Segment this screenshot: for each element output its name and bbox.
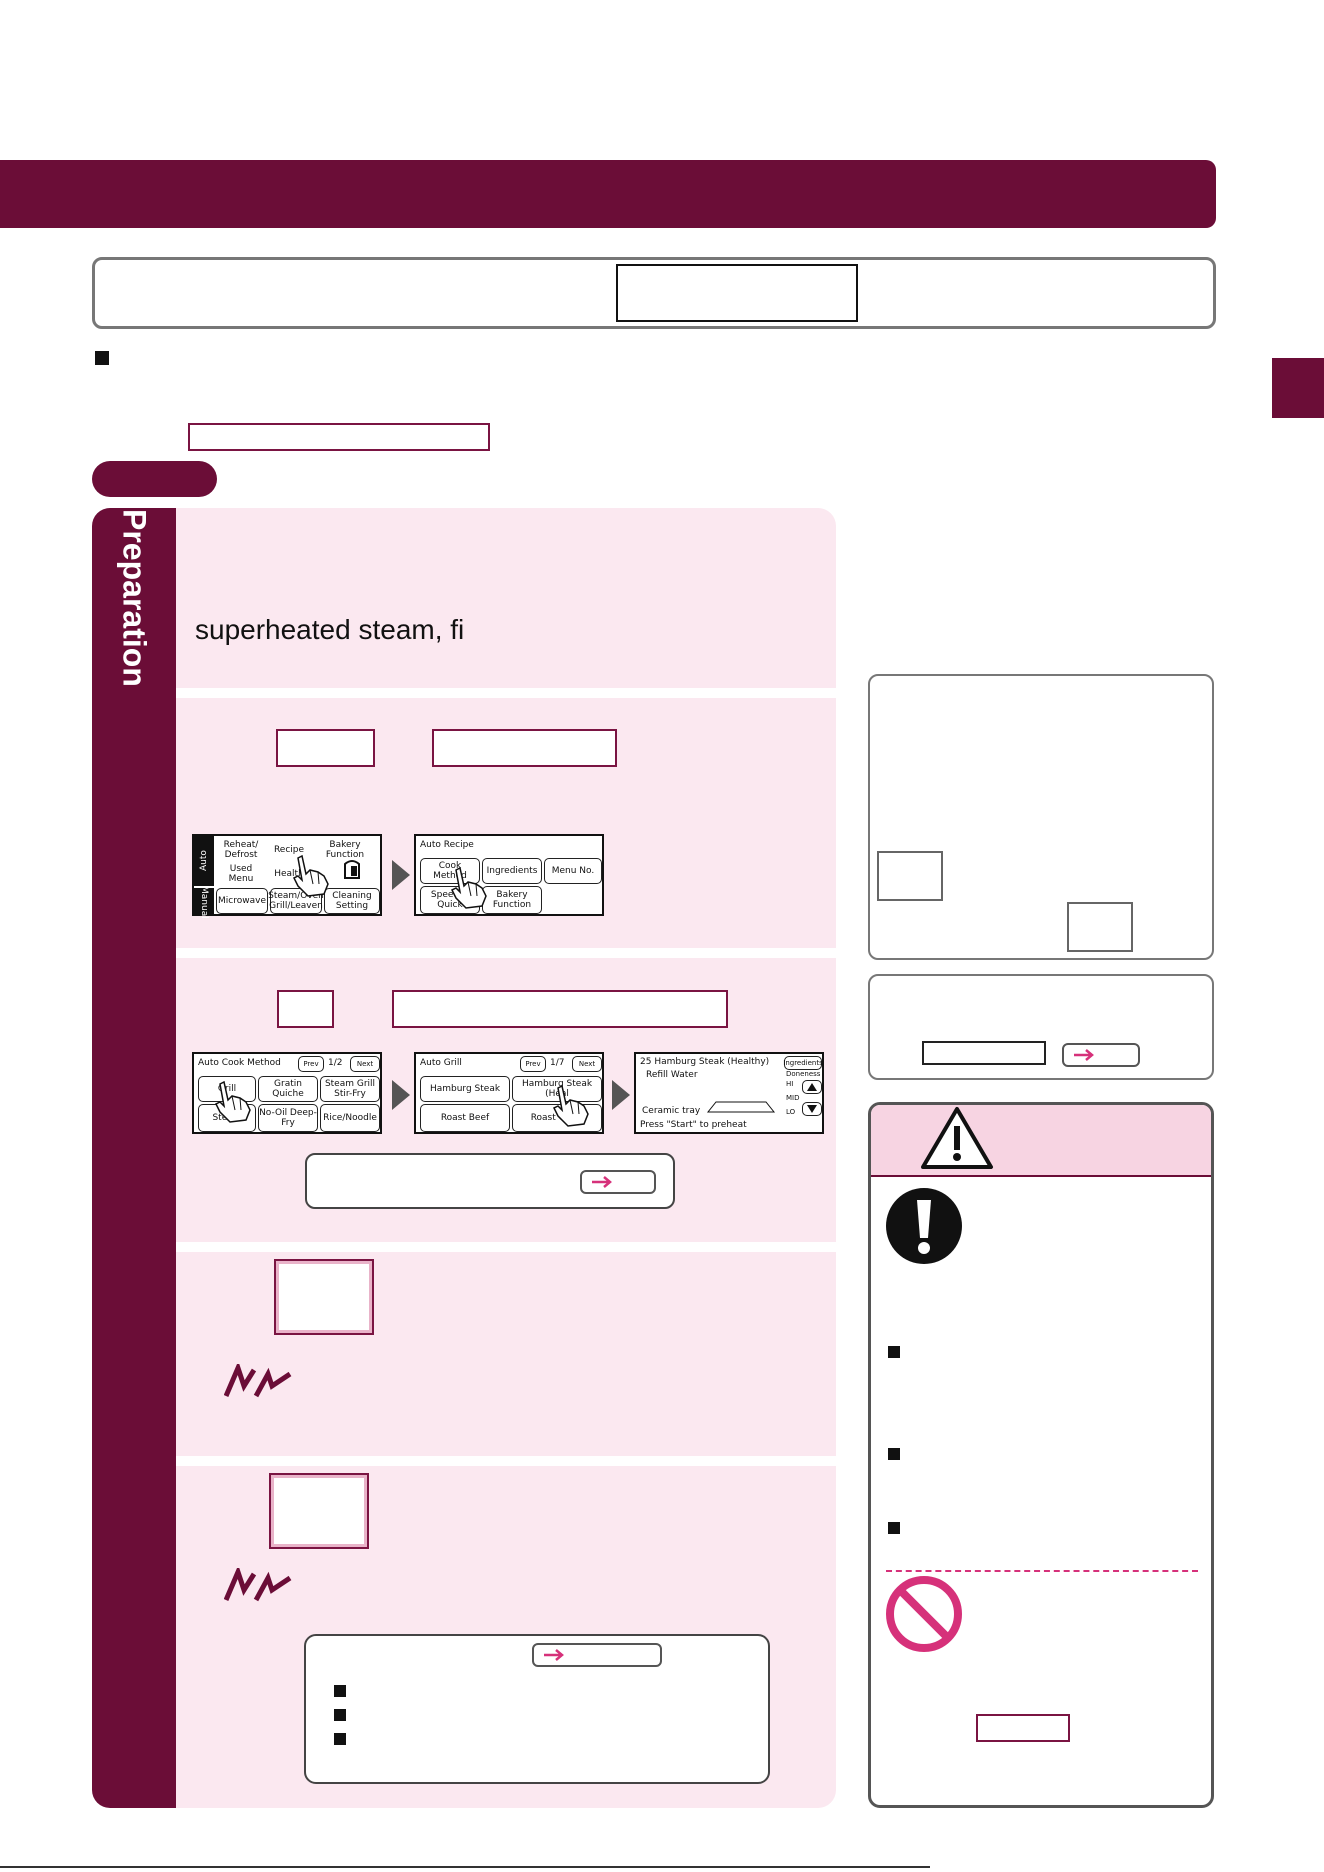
screen-title: Auto Cook Method [198, 1058, 281, 1068]
section-header-bar [0, 160, 1216, 228]
arrow-right-icon [592, 1176, 612, 1188]
doneness-label: Doneness [786, 1070, 821, 1078]
reference-label-box [188, 423, 490, 451]
used-menu-button[interactable]: Used Menu [216, 862, 266, 886]
info-box-1 [868, 674, 1214, 960]
bullet-square [334, 1709, 346, 1721]
step-4-key[interactable] [269, 1473, 369, 1549]
info-key-box [877, 851, 943, 901]
ceramic-tray-icon [706, 1101, 776, 1113]
title-inner-box [616, 264, 858, 322]
menu-no-button[interactable]: Menu No. [544, 858, 602, 884]
warning-triangle-icon [921, 1107, 993, 1169]
preparation-panel [176, 508, 836, 688]
cook-method-button[interactable]: Cook Method [420, 858, 480, 884]
steam-oven-button[interactable]: Steam/Oven Grill/Leaven [268, 888, 324, 914]
bakery-function-button[interactable]: Bakery Function [310, 838, 380, 862]
doneness-lo: LO [786, 1108, 796, 1116]
doneness-up-button[interactable] [802, 1080, 822, 1094]
screen-title: Auto Recipe [420, 840, 474, 850]
ingredients-button[interactable]: Ingredients [783, 1056, 823, 1070]
info-key-box [1067, 902, 1133, 952]
chapter-tab [1272, 358, 1324, 418]
cleaning-setting-button[interactable]: Cleaning Setting [324, 888, 380, 914]
touch-screen-hamburg-steak[interactable]: 25 Hamburg Steak (Healthy) Ingredients R… [634, 1052, 824, 1134]
rice-noodle-button[interactable]: Rice/Noodle [320, 1104, 380, 1132]
next-arrow-icon [612, 1080, 630, 1110]
touch-screen-auto-grill[interactable]: Auto Grill Prev 1/7 Next Hamburg Steak H… [414, 1052, 604, 1134]
next-arrow-icon [392, 860, 410, 890]
bullet-square [334, 1733, 346, 1745]
bullet-square [888, 1448, 900, 1460]
pointing-hand-icon [214, 1080, 251, 1123]
screen-title: Auto Grill [420, 1058, 462, 1068]
arrow-right-icon [1074, 1049, 1094, 1061]
footer-rule [0, 1866, 930, 1868]
arrow-right-icon [544, 1649, 564, 1661]
refill-water-text: Refill Water [646, 1070, 698, 1080]
bullet-square [888, 1522, 900, 1534]
page-reference-button[interactable] [1062, 1043, 1140, 1067]
triangle-down-icon [807, 1105, 817, 1113]
exclamation-circle-icon [886, 1188, 962, 1264]
auto-label: Auto [194, 836, 214, 886]
step-2-key-box[interactable] [277, 990, 334, 1028]
steps-sidebar [92, 508, 176, 1808]
bullet-square [95, 351, 109, 365]
gratin-quiche-button[interactable]: Gratin Quiche [258, 1076, 318, 1102]
page-reference-button[interactable] [532, 1643, 662, 1667]
roast-beef-button[interactable]: Roast Beef [420, 1104, 510, 1132]
ceramic-tray-label: Ceramic tray [642, 1106, 701, 1116]
step-3-key[interactable] [274, 1259, 374, 1335]
step-2-screen-button-box[interactable] [392, 990, 728, 1028]
hamburg-steak-button[interactable]: Hamburg Steak [420, 1076, 510, 1102]
screen-title: 25 Hamburg Steak (Healthy) [640, 1057, 770, 1067]
preparation-text: superheated steam, fi [195, 614, 465, 645]
pointing-hand-icon [552, 1084, 589, 1127]
touch-screen-cook-method[interactable]: Auto Cook Method Prev 1/2 Next Grill Gra… [192, 1052, 382, 1134]
prohibited-icon [886, 1576, 962, 1652]
bakery-icon [344, 860, 360, 879]
hamburg-steak-healthy-button[interactable]: Hamburg Steak (Heal [512, 1076, 602, 1102]
preparation-label: Preparation [116, 509, 153, 687]
pointing-hand-icon [450, 866, 487, 909]
next-button[interactable]: Next [350, 1056, 380, 1072]
caution-divider [886, 1570, 1198, 1572]
doneness-mid: MID [786, 1094, 800, 1102]
microwave-button[interactable]: Microwave [216, 888, 268, 914]
doneness-down-button[interactable] [802, 1102, 822, 1116]
beep-sound-icon [224, 1364, 292, 1398]
ingredients-button[interactable]: Ingredients [482, 858, 542, 884]
next-button[interactable]: Next [572, 1056, 602, 1072]
step-1-key-box[interactable] [276, 729, 375, 767]
caution-label-box [976, 1714, 1070, 1742]
page-indicator: 1/2 [328, 1058, 343, 1068]
next-arrow-icon [392, 1080, 410, 1110]
bakery-function-button[interactable]: Bakery Function [482, 886, 542, 914]
no-oil-deep-fry-button[interactable]: No-Oil Deep-Fry [258, 1104, 318, 1132]
pointing-hand-icon [292, 854, 329, 897]
preheat-instruction: Press "Start" to preheat [640, 1120, 747, 1130]
section-pill [92, 461, 217, 497]
prev-button[interactable]: Prev [520, 1056, 546, 1072]
step-1-screen-button-box[interactable] [432, 729, 617, 767]
doneness-hi: HI [786, 1080, 794, 1088]
page-reference-button[interactable] [580, 1170, 656, 1194]
manual-label: Manual [194, 886, 214, 918]
touch-screen-auto-recipe[interactable]: Auto Recipe Cook Method Ingredients Menu… [414, 834, 604, 916]
touch-screen-home[interactable]: Auto Manual Reheat/ Defrost Recipe Baker… [192, 834, 382, 918]
caution-box [868, 1102, 1214, 1808]
reheat-defrost-button[interactable]: Reheat/ Defrost [216, 838, 266, 862]
bullet-square [888, 1346, 900, 1358]
bullet-square [334, 1685, 346, 1697]
info-label-box [922, 1041, 1046, 1065]
page-indicator: 1/7 [550, 1058, 565, 1068]
beep-sound-icon [224, 1568, 292, 1602]
triangle-up-icon [807, 1083, 817, 1091]
prev-button[interactable]: Prev [298, 1056, 324, 1072]
steam-grill-button[interactable]: Steam Grill Stir-Fry [320, 1076, 380, 1102]
